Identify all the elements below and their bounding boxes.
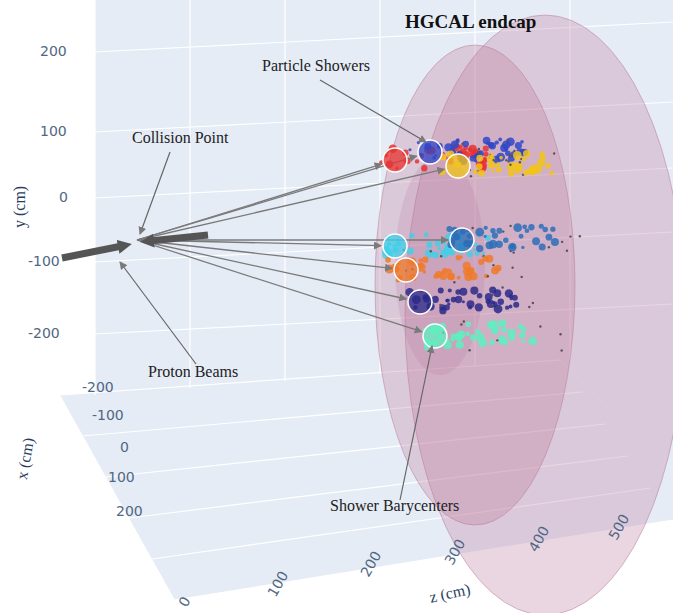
tick-label: -200 (28, 326, 60, 340)
tick-label: 0 (120, 440, 129, 454)
tick-label: -100 (28, 254, 60, 268)
tick-label: 200 (40, 44, 67, 58)
tick-label: 100 (108, 470, 135, 484)
tick-label: -200 (82, 380, 114, 394)
tick-label: 0 (59, 190, 68, 204)
axis-title: x (cm) (14, 436, 37, 480)
annotation-label: Collision Point (132, 130, 228, 146)
axis-title: z (cm) (428, 581, 472, 605)
axis-title: y (cm) (12, 186, 28, 228)
tick-label: -100 (92, 408, 124, 422)
annotation-label: Proton Beams (148, 364, 238, 380)
tick-label: 100 (40, 124, 67, 138)
plot-title-label: HGCAL endcap (405, 12, 536, 31)
annotation-label: Shower Barycenters (330, 498, 459, 514)
tick-label: 200 (116, 504, 143, 518)
annotation-label: Particle Showers (262, 58, 370, 74)
